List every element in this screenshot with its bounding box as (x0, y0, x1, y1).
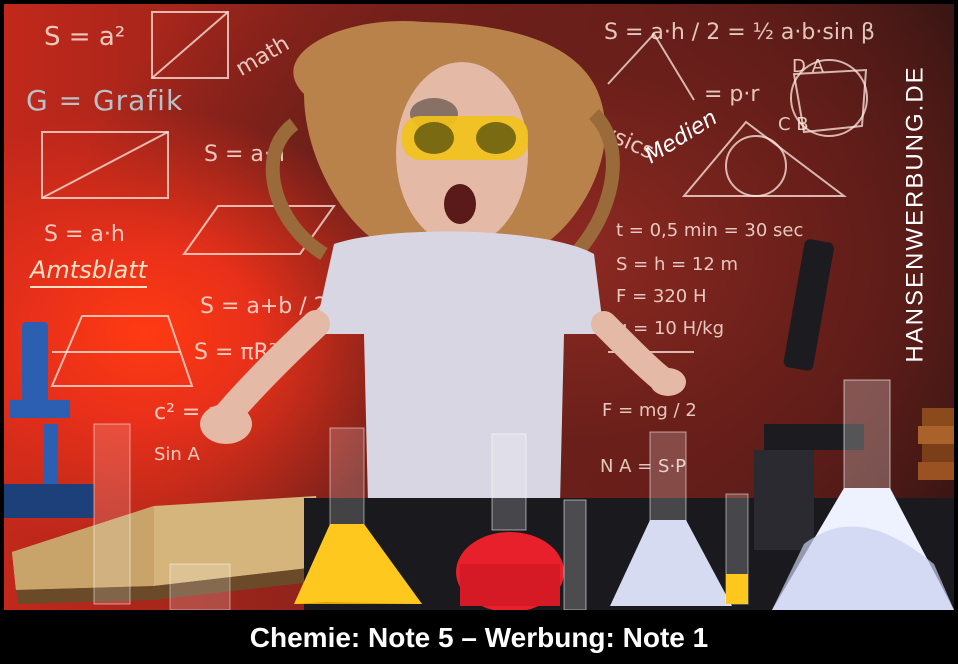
chalk-triangle (681, 120, 847, 197)
caption-bar: Chemie: Note 5 – Werbung: Note 1 (0, 612, 958, 664)
yellow-tube-right (725, 493, 749, 605)
chalk-formula: g = 10 H/kg (616, 318, 725, 339)
chalk-formula: F = 320 H (616, 286, 707, 307)
child-figure (200, 20, 686, 504)
book-stack (918, 408, 954, 480)
chalk-formula: S = a² (44, 22, 126, 52)
chalk-trapezoid (50, 315, 194, 387)
microscope-left (4, 322, 94, 518)
yellow-flask (294, 427, 422, 604)
scene-illustration (4, 11, 954, 610)
chalk-formula: F = mg / 2 (602, 400, 697, 421)
open-mouth (444, 184, 476, 224)
chalk-formula: S = h = 12 m (616, 254, 739, 275)
chalk-rectangle (41, 131, 169, 199)
amtsblatt-label: Amtsblatt (30, 256, 148, 288)
chalk-formula: S = a·h (44, 222, 125, 247)
chalk-formula: = p·r (704, 82, 760, 107)
brand-url-vertical: HANSENWERBUNG.DE (896, 34, 936, 394)
foam-flask-large (772, 379, 954, 610)
chalk-inscribed-circle (790, 59, 868, 137)
microscope-right (754, 239, 864, 550)
chalk-formula: N A = S·P (600, 456, 687, 477)
chalk-formula: S = a·h / 2 = ½ a·b·sin β (604, 20, 875, 45)
beaker-left-small (93, 423, 231, 610)
red-flask (456, 433, 564, 610)
photo-scene: S = a² math S = a·h / 2 = ½ a·b·sin β = … (4, 4, 954, 610)
lab-shirt (314, 231, 604, 504)
grafik-label: G = Grafik (26, 84, 184, 117)
caption-text: Chemie: Note 5 – Werbung: Note 1 (249, 622, 709, 653)
brand-url-text: HANSENWERBUNG.DE (902, 65, 930, 363)
chalk-formula: t = 0,5 min = 30 sec (616, 220, 804, 241)
chalk-square (151, 11, 229, 79)
chalk-parallelogram (182, 205, 336, 255)
test-tube-center (563, 499, 587, 610)
chalk-formula: Sin A (154, 444, 200, 465)
foam-flask-middle (610, 431, 732, 606)
